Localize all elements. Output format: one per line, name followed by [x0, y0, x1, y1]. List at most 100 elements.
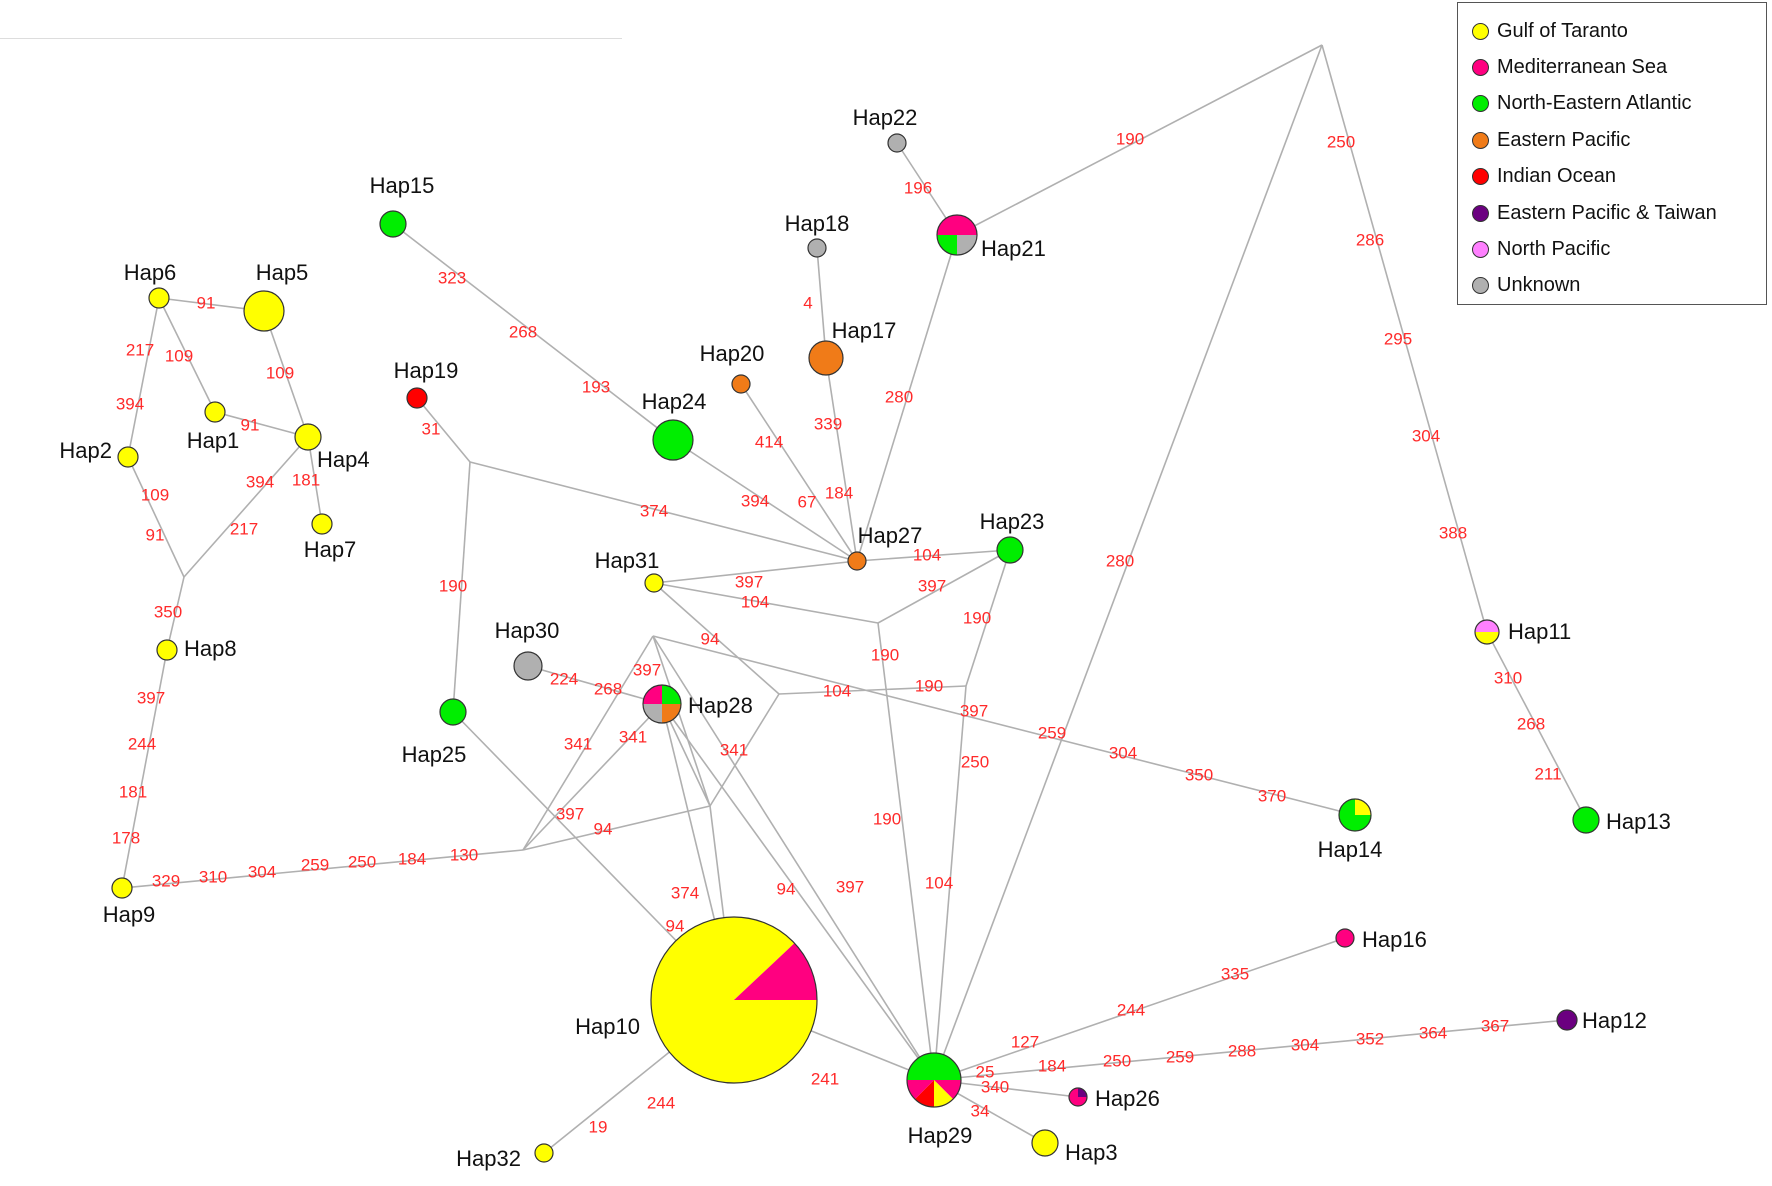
haplotype-node-hap1[interactable] — [204, 401, 226, 423]
haplotype-label: Hap2 — [59, 438, 112, 463]
mutation-count-label: 304 — [248, 862, 276, 881]
haplotype-node-hap20[interactable] — [731, 374, 751, 394]
haplotype-label: Hap26 — [1095, 1086, 1160, 1111]
haplotype-node-hap22[interactable] — [887, 133, 907, 153]
network-edge — [956, 44, 1323, 236]
haplotype-node-hap23[interactable] — [996, 536, 1024, 564]
haplotype-node-hap9[interactable] — [111, 877, 133, 899]
node-slice — [117, 446, 139, 468]
haplotype-node-hap32[interactable] — [534, 1143, 554, 1163]
legend-label: North Pacific — [1497, 238, 1611, 261]
haplotype-node-hap15[interactable] — [379, 210, 407, 238]
haplotype-node-hap5[interactable] — [243, 290, 285, 332]
network-edge — [522, 703, 663, 851]
node-slice — [644, 573, 664, 593]
haplotype-node-hap26[interactable] — [1068, 1087, 1088, 1107]
mutation-count-label: 104 — [913, 545, 941, 564]
node-slice — [379, 210, 407, 238]
haplotype-node-hap17[interactable] — [808, 340, 844, 376]
network-edge — [877, 622, 935, 1081]
mutation-count-label: 250 — [1103, 1051, 1131, 1070]
node-slice — [1031, 1129, 1059, 1157]
network-edge — [522, 805, 711, 851]
haplotype-label: Hap8 — [184, 636, 237, 661]
mutation-count-label: 341 — [619, 727, 647, 746]
mutation-count-label: 130 — [450, 845, 478, 864]
network-edge — [652, 635, 935, 1081]
mutation-count-label: 323 — [438, 268, 466, 287]
network-edge — [933, 1019, 1568, 1081]
mutation-count-label: 367 — [1481, 1016, 1509, 1035]
network-edge — [392, 223, 674, 441]
network-edge — [856, 234, 958, 562]
haplotype-node-hap24[interactable] — [652, 419, 694, 461]
legend-label: Mediterranean Sea — [1497, 56, 1668, 79]
mutation-count-label: 217 — [230, 519, 258, 538]
haplotype-label: Hap31 — [595, 548, 660, 573]
haplotype-node-hap29[interactable] — [906, 1052, 962, 1108]
haplotype-node-hap28[interactable] — [642, 684, 682, 724]
haplotype-node-hap2[interactable] — [117, 446, 139, 468]
haplotype-node-hap14[interactable] — [1338, 798, 1372, 832]
mutation-count-label: 397 — [836, 877, 864, 896]
legend-label: Unknown — [1497, 274, 1581, 297]
haplotype-node-hap10[interactable] — [650, 916, 818, 1084]
legend-swatch-icon — [1472, 204, 1489, 222]
mutation-count-label: 304 — [1412, 426, 1440, 445]
haplotype-node-hap21[interactable] — [936, 214, 978, 256]
legend-item: Indian Ocean — [1472, 159, 1766, 195]
network-edge — [1486, 631, 1587, 821]
mutation-count-label: 190 — [1116, 129, 1144, 148]
legend-swatch-icon — [1472, 277, 1489, 295]
legend-item: Mediterranean Sea — [1472, 49, 1766, 85]
haplotype-node-hap30[interactable] — [513, 651, 543, 681]
network-edge — [933, 44, 1323, 1081]
haplotype-node-hap13[interactable] — [1572, 806, 1600, 834]
node-slice — [934, 1080, 961, 1100]
mutation-count-label: 244 — [128, 734, 156, 753]
haplotype-node-hap11[interactable] — [1474, 619, 1500, 645]
mutation-count-label: 304 — [1291, 1035, 1319, 1054]
haplotype-node-hap12[interactable] — [1556, 1009, 1578, 1031]
network-edge — [933, 937, 1346, 1081]
haplotype-node-hap3[interactable] — [1031, 1129, 1059, 1157]
haplotype-label: Hap27 — [858, 523, 923, 548]
haplotype-node-hap19[interactable] — [406, 387, 428, 409]
mutation-count-label: 25 — [976, 1062, 995, 1081]
mutation-count-label: 244 — [1117, 1000, 1145, 1019]
mutation-count-label: 190 — [439, 576, 467, 595]
haplotype-node-hap25[interactable] — [439, 698, 467, 726]
network-edge — [121, 849, 524, 889]
haplotype-node-hap6[interactable] — [148, 287, 170, 309]
haplotype-node-hap27[interactable] — [847, 551, 867, 571]
mutation-count-label: 280 — [885, 387, 913, 406]
network-edge — [672, 439, 858, 562]
haplotype-label: Hap20 — [700, 341, 765, 366]
haplotype-node-hap31[interactable] — [644, 573, 664, 593]
mutation-count-label: 109 — [266, 363, 294, 382]
legend-swatch-icon — [1472, 241, 1489, 259]
mutation-count-label: 224 — [550, 669, 578, 688]
haplotype-node-hap7[interactable] — [311, 513, 333, 535]
haplotype-node-hap8[interactable] — [156, 639, 178, 661]
mutation-count-label: 91 — [197, 293, 216, 312]
mutation-count-label: 280 — [1106, 551, 1134, 570]
haplotype-label: Hap23 — [980, 509, 1045, 534]
node-slice — [937, 235, 957, 255]
haplotype-label: Hap12 — [1582, 1008, 1647, 1033]
node-slice — [731, 374, 751, 394]
network-edge — [452, 461, 471, 713]
mutation-count-label: 104 — [741, 592, 769, 611]
node-slice — [311, 513, 333, 535]
node-slice — [243, 290, 285, 332]
haplotype-node-hap16[interactable] — [1335, 928, 1355, 948]
network-edge — [307, 436, 323, 525]
legend-item: Eastern Pacific — [1472, 122, 1766, 158]
mutation-count-label: 339 — [814, 414, 842, 433]
legend-label: North-Eastern Atlantic — [1497, 92, 1692, 115]
haplotype-labels: Hap1Hap2Hap3Hap4Hap5Hap6Hap7Hap8Hap9Hap1… — [59, 105, 1670, 1171]
haplotype-node-hap4[interactable] — [294, 423, 322, 451]
node-slice — [1475, 632, 1499, 644]
network-edge — [856, 549, 1011, 562]
haplotype-node-hap18[interactable] — [807, 238, 827, 258]
